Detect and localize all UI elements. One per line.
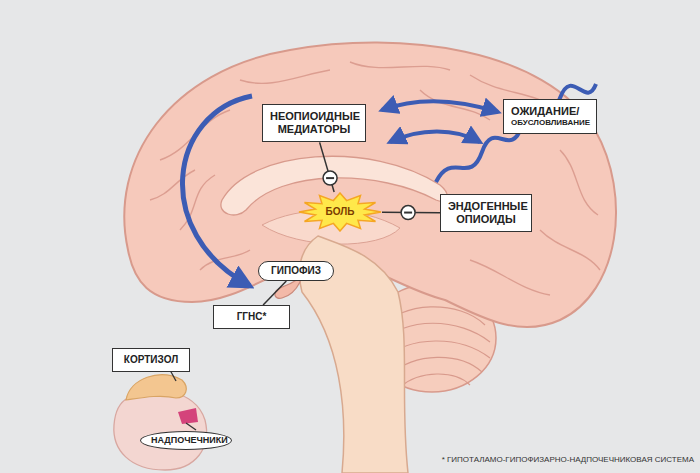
connector-line	[263, 281, 286, 305]
connector	[263, 281, 286, 305]
expectation-arrow	[382, 101, 498, 112]
expectation-box: ОЖИДАНИЕ/ОБУСЛОВЛИВАНИЕ	[503, 99, 597, 134]
connector	[320, 142, 337, 192]
opioid-box: ЭНДОГЕННЫЕ ОПИОИДЫ	[440, 194, 532, 232]
cortisol-box: КОРТИЗОЛ	[112, 348, 190, 372]
burst-polygon	[299, 193, 381, 231]
node-text: ОЖИДАНИЕ/	[511, 105, 589, 118]
node-text: ГГНС*	[221, 311, 282, 323]
node-text: БОЛЬ	[326, 206, 355, 218]
footnote: * ГИПОТАЛАМО-ГИПОФИЗАРНО-НАДПОЧЕЧНИКОВАЯ…	[442, 455, 694, 464]
minus-sign	[404, 212, 412, 214]
adrenal-label: НАДПОЧЕЧНИКИ	[140, 431, 232, 450]
gyri	[150, 62, 600, 295]
pituitary-label: ГИПОФИЗ	[258, 261, 334, 281]
expectation-arrow	[390, 132, 480, 143]
node-text: ЭНДОГЕННЫЕ ОПИОИДЫ	[448, 200, 524, 226]
inhibition-symbol	[401, 206, 415, 220]
connector	[382, 206, 440, 220]
pain-burst: БОЛЬ	[298, 192, 382, 232]
node-text: НАДПОЧЕЧНИКИ	[151, 435, 221, 446]
hpa-box: ГГНС*	[213, 305, 290, 329]
connector-line	[382, 212, 440, 214]
mediator-box: НЕОПИОИДНЫЕ МЕДИАТОРЫ	[262, 104, 366, 142]
adrenal-gland	[126, 375, 186, 400]
node-subtext: ОБУСЛОВЛИВАНИЕ	[511, 118, 589, 128]
node-text: ГИПОФИЗ	[267, 265, 325, 277]
hpa-arrow	[183, 96, 252, 286]
inhibition-symbol	[323, 171, 337, 185]
minus-sign	[326, 177, 334, 179]
node-text: КОРТИЗОЛ	[120, 354, 182, 366]
node-text: НЕОПИОИДНЫЕ МЕДИАТОРЫ	[270, 110, 358, 136]
adrenal-leader	[186, 423, 196, 430]
adrenal-marker	[178, 408, 198, 424]
